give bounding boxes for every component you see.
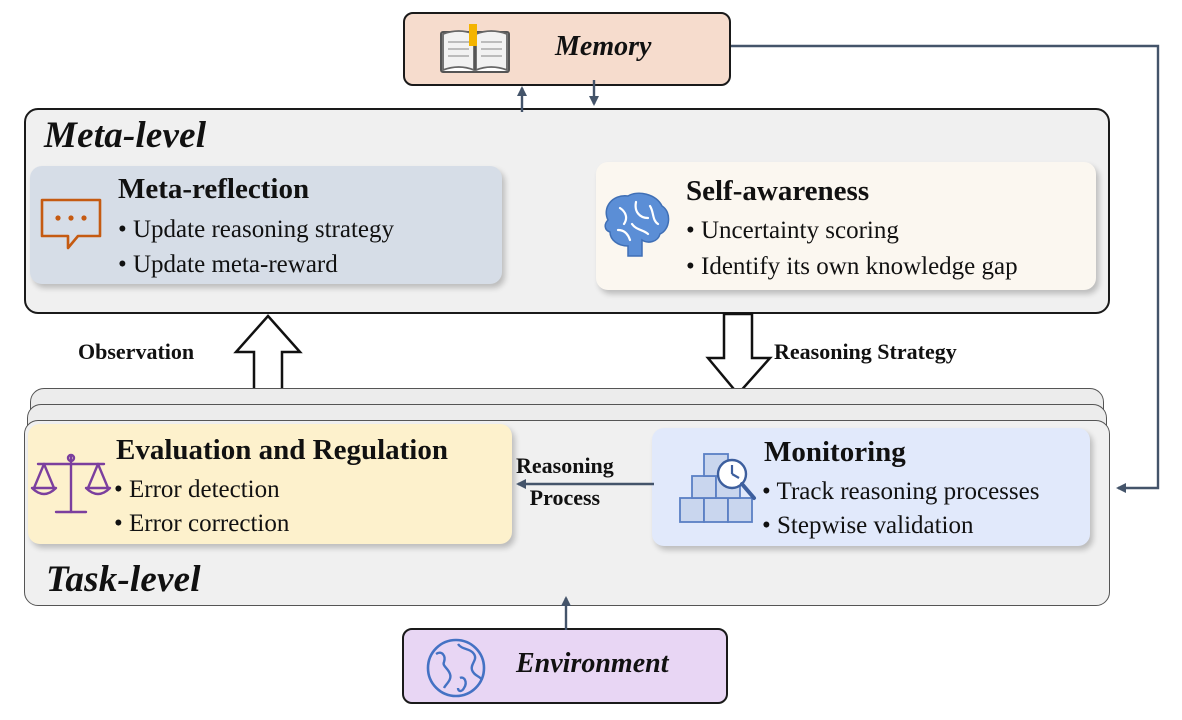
evaluation-bullet-2: • Error correction bbox=[114, 510, 290, 537]
memory-to-monitoring-connector bbox=[731, 44, 1160, 493]
evaluation-bullet-1: • Error detection bbox=[114, 476, 280, 503]
meta-reflection-title: Meta-reflection bbox=[118, 173, 310, 205]
evaluation-title: Evaluation and Regulation bbox=[116, 434, 448, 466]
evaluation-card bbox=[28, 424, 512, 544]
monitoring-bullet-1: • Track reasoning processes bbox=[762, 478, 1040, 505]
self-awareness-title: Self-awareness bbox=[686, 175, 870, 207]
reasoning-process-label-line1: Reasoning bbox=[516, 453, 614, 478]
monitoring-title: Monitoring bbox=[764, 436, 906, 468]
boxes-clock-icon bbox=[676, 448, 766, 533]
balance-scale-icon bbox=[30, 450, 112, 523]
meta-reflection-bullet-2: • Update meta-reward bbox=[118, 251, 338, 278]
monitoring-bullet-2: • Stepwise validation bbox=[762, 512, 974, 539]
reasoning-process-label: Reasoning Process bbox=[516, 450, 614, 514]
memory-node: Memory bbox=[403, 12, 731, 86]
self-awareness-bullet-1: • Uncertainty scoring bbox=[686, 217, 899, 244]
reasoning-strategy-label: Reasoning Strategy bbox=[774, 339, 957, 364]
open-book-icon bbox=[439, 24, 511, 81]
task-level-label: Task-level bbox=[46, 559, 201, 600]
reasoning-strategy-arrow bbox=[705, 312, 773, 396]
environment-label: Environment bbox=[516, 648, 669, 679]
self-awareness-card bbox=[596, 162, 1096, 290]
observation-label: Observation bbox=[78, 339, 195, 364]
globe-icon bbox=[424, 636, 488, 705]
environment-node: Environment bbox=[402, 628, 728, 704]
memory-label: Memory bbox=[555, 31, 652, 62]
meta-reflection-card bbox=[30, 166, 502, 284]
meta-level-label: Meta-level bbox=[44, 115, 207, 156]
reasoning-process-label-line2: Process bbox=[529, 485, 601, 510]
meta-reflection-bullet-1: • Update reasoning strategy bbox=[118, 216, 395, 243]
self-awareness-bullet-2: • Identify its own knowledge gap bbox=[686, 253, 1018, 280]
chat-bubble-icon bbox=[38, 196, 104, 257]
brain-icon bbox=[598, 190, 672, 265]
